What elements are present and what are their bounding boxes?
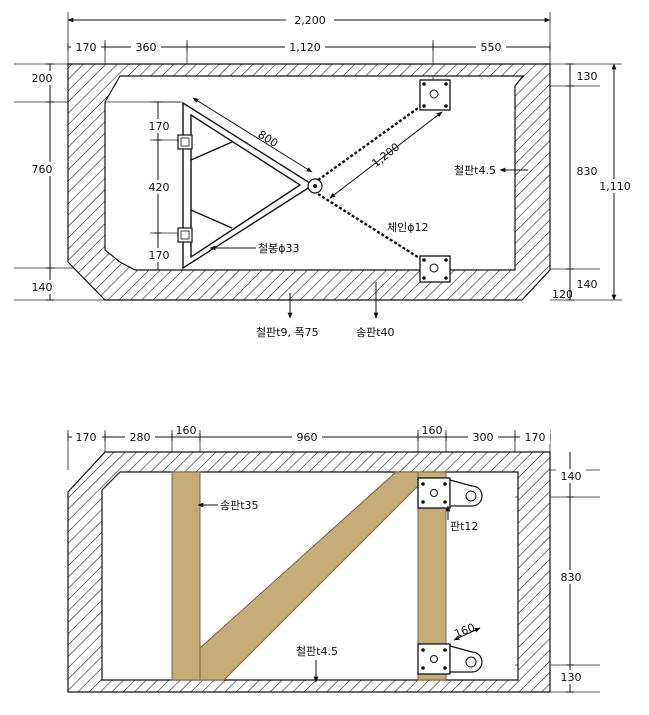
dim-frame-170-lower: 170 — [149, 249, 170, 262]
dim-left-140: 140 — [32, 281, 53, 294]
label-chain: 체인ϕ12 — [387, 221, 429, 234]
plate-upper — [417, 477, 483, 509]
dim-diag-800: 800 — [256, 128, 281, 150]
dim-seg-360: 360 — [136, 41, 157, 54]
anchor-plate-upper — [419, 79, 451, 111]
dim-frame-170-upper: 170 — [149, 120, 170, 133]
dim-b-right-830: 830 — [561, 571, 582, 584]
label-steel-bar: 철봉ϕ33 — [258, 242, 300, 255]
dim-right-830: 830 — [577, 165, 598, 178]
dim-ticks-top — [67, 43, 551, 51]
dim-left-200: 200 — [32, 72, 53, 85]
dim-b-diag-160: 160 — [453, 621, 477, 641]
dim-ticks-left — [46, 63, 54, 301]
label-plate-t45: 철판t4.5 — [454, 164, 496, 177]
label-board-t40: 송판t40 — [356, 326, 395, 339]
label-plate-t12: 판t12 — [450, 520, 478, 533]
label-board-t35: 송판t35 — [220, 499, 259, 512]
dim-ticks-right — [566, 63, 574, 301]
dim-frame-420: 420 — [149, 181, 170, 194]
chain-lower — [317, 192, 433, 268]
dim-line-1200 — [329, 111, 443, 199]
dim-ticks-bottom-top — [67, 433, 551, 441]
dim-right-corner-120: 120 — [552, 288, 573, 301]
top-hatched-frame — [67, 63, 551, 301]
dim-right-130: 130 — [577, 70, 598, 83]
dim-b-seg-300: 300 — [473, 431, 494, 444]
dim-overall-width: 2,200 — [294, 14, 326, 27]
label-plate-t9: 철판t9, 폭75 — [256, 326, 319, 339]
dim-left-760: 760 — [32, 163, 53, 176]
dim-b-seg-170-left: 170 — [76, 431, 97, 444]
triangle-bar-frame — [177, 101, 323, 270]
wood-board-left — [171, 471, 201, 681]
dim-b-right-130: 130 — [561, 671, 582, 684]
dim-ticks-frame — [154, 101, 162, 271]
dim-b-seg-960: 960 — [297, 431, 318, 444]
dim-right-overall: 1,110 — [599, 180, 631, 193]
bottom-hatched-frame — [67, 451, 551, 693]
dim-b-right-140: 140 — [561, 470, 582, 483]
top-view: 2,200 170 360 1,120 550 200 760 — [14, 12, 631, 339]
dim-right-140: 140 — [577, 278, 598, 291]
dim-diag-1200: 1,200 — [369, 140, 402, 170]
label-plate-t45-bottom: 철판t4.5 — [296, 645, 338, 658]
dim-seg-1120: 1,120 — [289, 41, 321, 54]
bottom-view: 170 280 160 960 160 300 170 — [67, 424, 600, 693]
dim-b-seg-170-right: 170 — [525, 431, 546, 444]
dim-seg-550: 550 — [481, 41, 502, 54]
anchor-plate-lower — [419, 255, 451, 283]
dim-seg-170: 170 — [76, 41, 97, 54]
dim-b-seg-160-right: 160 — [422, 424, 443, 437]
dim-b-seg-160-left: 160 — [176, 424, 197, 437]
dim-line-800 — [192, 97, 313, 173]
plate-lower — [417, 643, 483, 675]
dim-line-b-160 — [453, 627, 481, 641]
dim-b-seg-280: 280 — [130, 431, 151, 444]
